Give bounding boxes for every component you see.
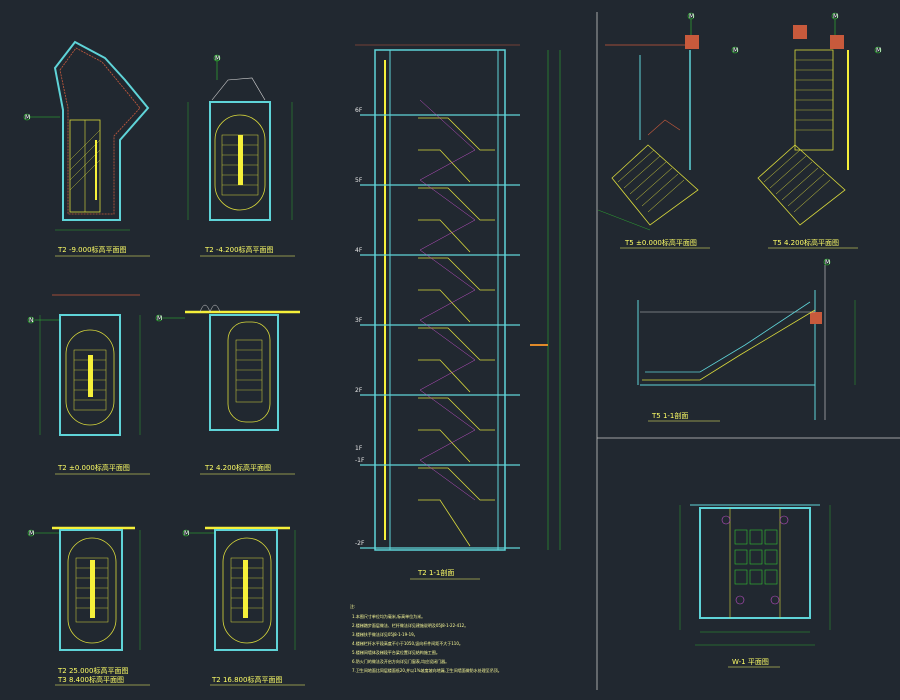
axis-label: M [25, 114, 30, 121]
t5-stair-profile [642, 309, 816, 381]
plan-caption: T2 16.800标高平面图 [211, 675, 282, 684]
plan-caption: W-1 平面图 [732, 658, 769, 666]
axis-label: M [215, 55, 220, 62]
axis-label: M [876, 47, 881, 54]
axis-label: M [184, 530, 189, 537]
axis-bubble [213, 54, 221, 62]
axis-label: M [833, 13, 838, 20]
stair-flights [418, 117, 495, 547]
notes-line: 1.本图尺寸单位均为毫米,标高单位为米。 [352, 613, 425, 619]
notes-line: 5.楼梯间墙体及梯段平台梁位置详见结构施工图。 [352, 649, 440, 655]
axis-bubble [182, 529, 190, 537]
plan-caption-secondary: T3 8.400标高平面图 [57, 675, 124, 684]
plan-caption: T2 ±0.000标高平面图 [57, 463, 130, 472]
level-label: -2F [355, 540, 365, 547]
notes-line: 4.楼梯栏杆水平段高度不小于1050,竖向杆件间距不大于110。 [352, 640, 463, 646]
axis-label: M [825, 259, 830, 266]
section-caption: T5 1-1剖面 [651, 411, 688, 420]
handrail [419, 99, 476, 501]
axis-bubble [731, 46, 739, 54]
axis-label: N [29, 317, 34, 324]
axis-label: M [157, 315, 162, 322]
plan-t2-minus9000: M T2 -9.000标高平面图 [23, 40, 150, 257]
level-label: -1F [355, 457, 365, 464]
notes-heading: 注: [350, 603, 355, 609]
notes-line: 2.楼梯踏步面层做法、栏杆做法详见建施说明及05J8-1-22-412。 [352, 622, 468, 628]
level-label: 6F [355, 107, 363, 114]
level-label: 4F [355, 247, 363, 254]
section-t5-1-1: M T5 1-1剖面 [637, 258, 856, 422]
plan-t2-minus4200: M T2 -4.200标高平面图 [187, 54, 295, 257]
plan-t2-0000: N T2 ±0.000标高平面图 [27, 294, 150, 475]
level-label: 2F [355, 387, 363, 394]
axis-bubble [23, 113, 31, 121]
plan-t5-4200: M M T5 4.200标高平面图 [757, 12, 882, 249]
axis-bubble [27, 316, 35, 324]
axis-label: M [733, 47, 738, 54]
axis-bubble [874, 46, 882, 54]
notes-line: 7.卫生间地面比同层楼面低20,并以1%坡度坡向地漏,卫生间墙面做防水处理至吊顶… [352, 667, 502, 673]
plan-caption: T2 4.200标高平面图 [204, 463, 271, 472]
plan-t2-16800: M T2 16.800标高平面图 [182, 526, 305, 686]
sanitary-fixtures [721, 515, 789, 605]
toilet-stalls [734, 529, 778, 585]
plan-t2-25000: M T2 25.000标高平面图 T3 8.400标高平面图 [27, 526, 150, 686]
section-t2-1-1: 6F 5F 4F 3F 2F 1F -1F -2F T2 1-1剖面 [355, 44, 561, 580]
section-caption: T2 1-1剖面 [417, 568, 454, 577]
axis-label: M [29, 530, 34, 537]
plan-t2-4200: M T2 4.200标高平面图 [155, 304, 300, 475]
notes-line: 6.防火门的做法及开启方向详见门窗表,均应设闭门器。 [352, 658, 449, 664]
general-notes: 注: 1.本图尺寸单位均为毫米,标高单位为米。 2.楼梯踏步面层做法、栏杆做法详… [350, 603, 502, 673]
floor-slabs [360, 114, 520, 549]
notes-line: 3.楼梯扶手做法详见05J8-1-19-19。 [352, 631, 418, 637]
level-label: 3F [355, 317, 363, 324]
plan-caption: T2 -4.200标高平面图 [204, 245, 274, 254]
plan-caption: T2 -9.000标高平面图 [57, 245, 127, 254]
axis-bubble [27, 529, 35, 537]
level-label: 5F [355, 177, 363, 184]
plan-caption: T5 ±0.000标高平面图 [624, 238, 697, 247]
axis-label: M [689, 13, 694, 20]
plan-caption: T5 4.200标高平面图 [772, 238, 839, 247]
plan-toilet-w1: W-1 平面图 [679, 504, 831, 668]
axis-bubble [823, 258, 831, 266]
plan-t5-0000: M M T5 ±0.000标高平面图 [597, 12, 739, 249]
level-label: 1F [355, 445, 363, 452]
plan-caption: T2 25.000标高平面图 [57, 666, 128, 675]
axis-bubble [155, 314, 163, 322]
